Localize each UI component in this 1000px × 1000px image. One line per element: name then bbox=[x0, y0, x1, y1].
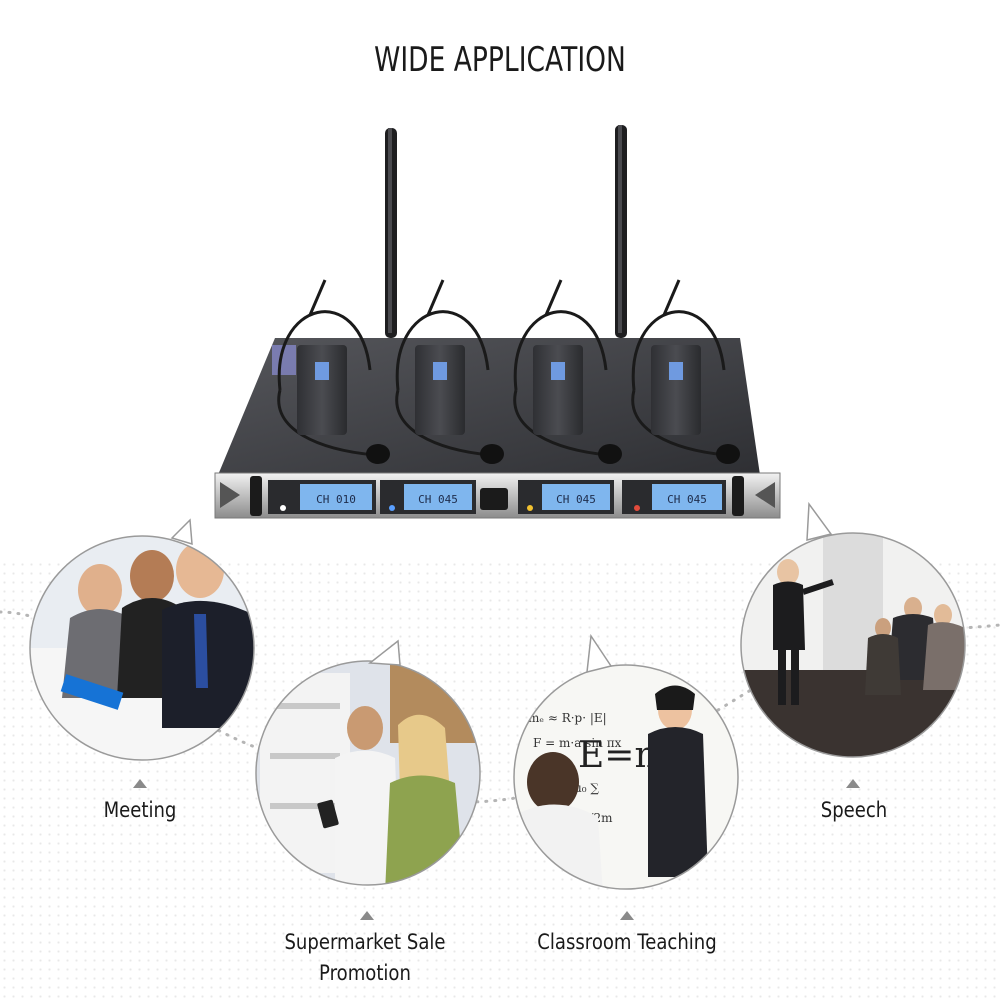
supermarket-label-line-1: Supermarket Sale bbox=[284, 930, 446, 954]
supermarket-label-line-2: Promotion bbox=[319, 961, 411, 985]
bodypack-4 bbox=[631, 279, 740, 464]
channel-module-3: CH 045 bbox=[518, 480, 614, 514]
svg-text:F = m·a sin πx: F = m·a sin πx bbox=[533, 736, 622, 750]
classroom-label: Classroom Teaching bbox=[537, 930, 717, 954]
speech-label: Speech bbox=[820, 798, 888, 822]
channel-module-1: CH 010 bbox=[268, 480, 376, 514]
bodypack-1 bbox=[277, 279, 390, 464]
supermarket-label: Supermarket Sale Promotion bbox=[266, 927, 464, 989]
speech-marker-icon bbox=[846, 779, 860, 788]
antenna-right bbox=[615, 125, 627, 338]
receiver-top-panel bbox=[218, 338, 760, 475]
bodypack-2 bbox=[395, 279, 504, 464]
channel-display-3: CH 045 bbox=[556, 493, 596, 506]
classroom-photo-bubble: mₑ ≈ R·p· |E| F = m·a sin πx ξ = 1/μ₀ ∑ … bbox=[513, 633, 739, 890]
svg-text:mₑ ≈ R·p· |E|: mₑ ≈ R·p· |E| bbox=[528, 711, 607, 725]
channel-module-4: CH 045 bbox=[622, 480, 726, 514]
page-title: WIDE APPLICATION bbox=[374, 40, 626, 80]
supermarket-photo-bubble bbox=[255, 639, 481, 886]
meeting-marker-icon bbox=[133, 779, 147, 788]
channel-display-1: CH 010 bbox=[316, 493, 356, 506]
meeting-photo-bubble bbox=[29, 518, 255, 761]
channel-display-4: CH 045 bbox=[667, 493, 707, 506]
channel-display-2: CH 045 bbox=[418, 493, 458, 506]
wireless-microphone-system-image: CH 010 CH 045 CH 045 CH 045 bbox=[214, 125, 781, 519]
classroom-marker-icon bbox=[620, 911, 634, 920]
bodypack-3 bbox=[513, 279, 622, 464]
meeting-label: Meeting bbox=[103, 798, 177, 822]
speech-photo-bubble bbox=[740, 501, 966, 758]
channel-module-2: CH 045 bbox=[380, 480, 476, 514]
antenna-left bbox=[385, 128, 397, 338]
supermarket-marker-icon bbox=[360, 911, 374, 920]
